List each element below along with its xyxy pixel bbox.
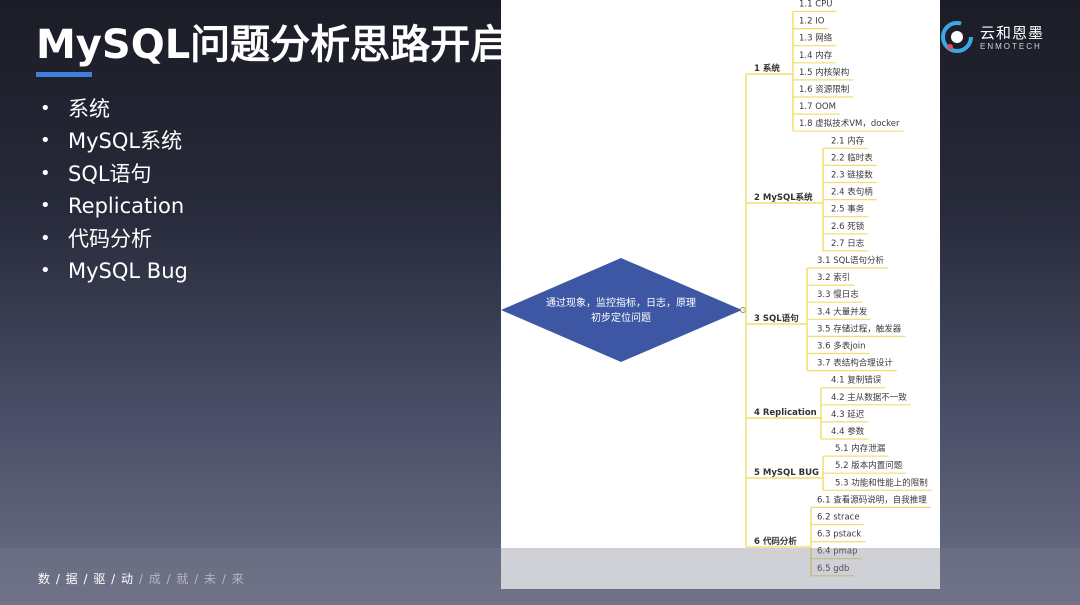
mindmap-leaf-label: 4.3 延迟 (831, 409, 865, 420)
mindmap-leaf-label: 2.6 死锁 (831, 221, 865, 232)
mindmap-leaf-label: 5.2 版本内置问题 (835, 460, 903, 471)
mindmap-leaf-label: 2.5 事务 (831, 204, 865, 215)
title-underline (36, 72, 92, 77)
mindmap-leaf-label: 3.4 大量并发 (817, 306, 868, 317)
mindmap-leaf-label: 6.1 查看源码说明，自我推理 (817, 494, 927, 505)
mindmap-leaf-label: 1.1 CPU (799, 0, 833, 10)
mindmap-leaf-label: 6.4 pmap (817, 547, 858, 557)
mindmap-leaf-label: 4.4 参数 (831, 426, 865, 437)
mindmap-leaf-label: 4.2 主从数据不一致 (831, 392, 907, 403)
bullet-item: MySQL系统 (40, 125, 188, 157)
mindmap-leaf-label: 5.3 功能和性能上的限制 (835, 477, 928, 488)
mindmap-leaf-label: 3.1 SQL语句分析 (817, 255, 885, 266)
mindmap-leaf-label: 3.2 索引 (817, 272, 850, 283)
mindmap-leaf-label: 1.8 虚拟技术VM，docker (799, 118, 900, 129)
enmotech-logo-icon (941, 21, 973, 53)
mindmap-branch-label: 6 代码分析 (754, 536, 797, 547)
mindmap-leaf-label: 2.3 链接数 (831, 170, 873, 181)
footer-slogan: 数 / 据 / 驱 / 动 / 成 / 就 / 未 / 来 (38, 570, 245, 587)
mindmap-leaf-label: 1.3 网络 (799, 33, 833, 44)
mindmap-leaf-label: 1.2 IO (799, 17, 825, 27)
mindmap-leaf-label: 6.3 pstack (817, 530, 861, 540)
bullet-list: 系统 MySQL系统 SQL语句 Replication 代码分析 MySQL … (40, 93, 188, 287)
mindmap-leaf-label: 2.7 日志 (831, 238, 865, 249)
root-text-line1: 通过现象，监控指标，日志，原理 (546, 296, 696, 309)
mindmap-leaf-label: 1.7 OOM (799, 102, 836, 112)
bullet-item: SQL语句 (40, 158, 188, 190)
bullet-item: 系统 (40, 93, 188, 125)
logo-name: 云和恩墨 (980, 24, 1045, 42)
mindmap-branch-label: 2 MySQL系统 (754, 192, 813, 203)
mindmap-leaf-label: 5.1 内存泄漏 (835, 443, 886, 454)
mindmap-leaf-label: 4.1 复制错误 (831, 375, 882, 386)
mindmap-leaf-label: 1.6 资源限制 (799, 84, 849, 95)
mindmap-leaf-label: 3.6 多表join (817, 341, 866, 352)
mindmap-branch-label: 5 MySQL BUG (754, 468, 819, 478)
mindmap-branch-label: 4 Replication (754, 408, 817, 418)
bullet-item: MySQL Bug (40, 255, 188, 287)
root-text-line2: 初步定位问题 (591, 311, 651, 324)
bullet-item: Replication (40, 190, 188, 222)
footer-band (0, 548, 1080, 605)
mindmap-leaf-label: 1.5 内核架构 (799, 67, 849, 78)
mindmap-leaf-label: 3.3 慢日志 (817, 289, 859, 300)
mindmap-leaf-label: 3.7 表结构合理设计 (817, 358, 893, 369)
mindmap-leaf-label: 6.5 gdb (817, 564, 849, 574)
mindmap-image: 通过现象，监控指标，日志，原理初步定位问题 1 系统 1.1 CPU 1.2 IO 1.… (501, 0, 940, 589)
mindmap-branch-label: 3 SQL语句 (754, 313, 799, 324)
mindmap-leaf-label: 6.2 strace (817, 513, 860, 523)
footer-slogan-bright: 数 / 据 / 驱 / 动 (38, 572, 135, 586)
mindmap-leaf-label: 2.2 临时表 (831, 152, 873, 163)
company-logo: 云和恩墨 ENMOTECH (940, 20, 1050, 56)
mindmap-leaf-label: 2.1 内存 (831, 135, 865, 146)
logo-subtitle: ENMOTECH (980, 42, 1042, 51)
bullet-item: 代码分析 (40, 223, 188, 255)
slide-title: MySQL问题分析思路开启 (36, 22, 511, 68)
mindmap-branch-label: 1 系统 (754, 63, 780, 74)
footer-slogan-dim: / 成 / 就 / 未 / 来 (134, 572, 245, 586)
mindmap-leaf-label: 2.4 表句柄 (831, 187, 873, 198)
mindmap-leaf-label: 1.4 内存 (799, 50, 833, 61)
root-node (501, 258, 742, 362)
mindmap-leaf-label: 3.5 存储过程，触发器 (817, 323, 902, 334)
